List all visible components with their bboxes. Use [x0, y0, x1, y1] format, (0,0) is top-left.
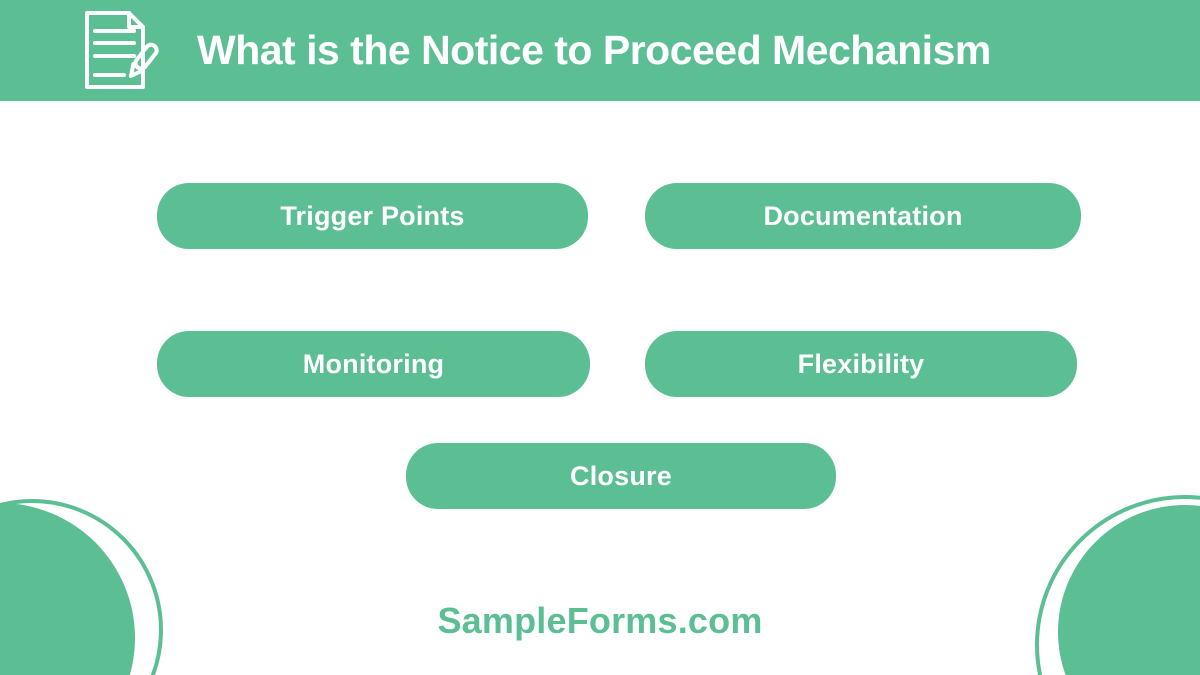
site-watermark: SampleForms.com	[437, 600, 763, 641]
pill-label: Flexibility	[797, 348, 925, 379]
pill-documentation: Documentation	[645, 183, 1081, 249]
pill-label: Documentation	[763, 200, 963, 231]
pill-flexibility: Flexibility	[645, 331, 1077, 397]
page-title: What is the Notice to Proceed Mechanism	[197, 27, 991, 73]
pill-closure: Closure	[406, 443, 836, 509]
pill-trigger-points: Trigger Points	[157, 183, 588, 249]
bottom-right-filled-circle	[1058, 505, 1200, 675]
pill-monitoring: Monitoring	[157, 331, 590, 397]
header-bar: What is the Notice to Proceed Mechanism	[0, 0, 1200, 101]
pill-label: Monitoring	[302, 348, 445, 379]
pill-label: Closure	[570, 460, 672, 491]
document-pencil-icon	[85, 11, 159, 89]
pill-label: Trigger Points	[280, 200, 465, 231]
